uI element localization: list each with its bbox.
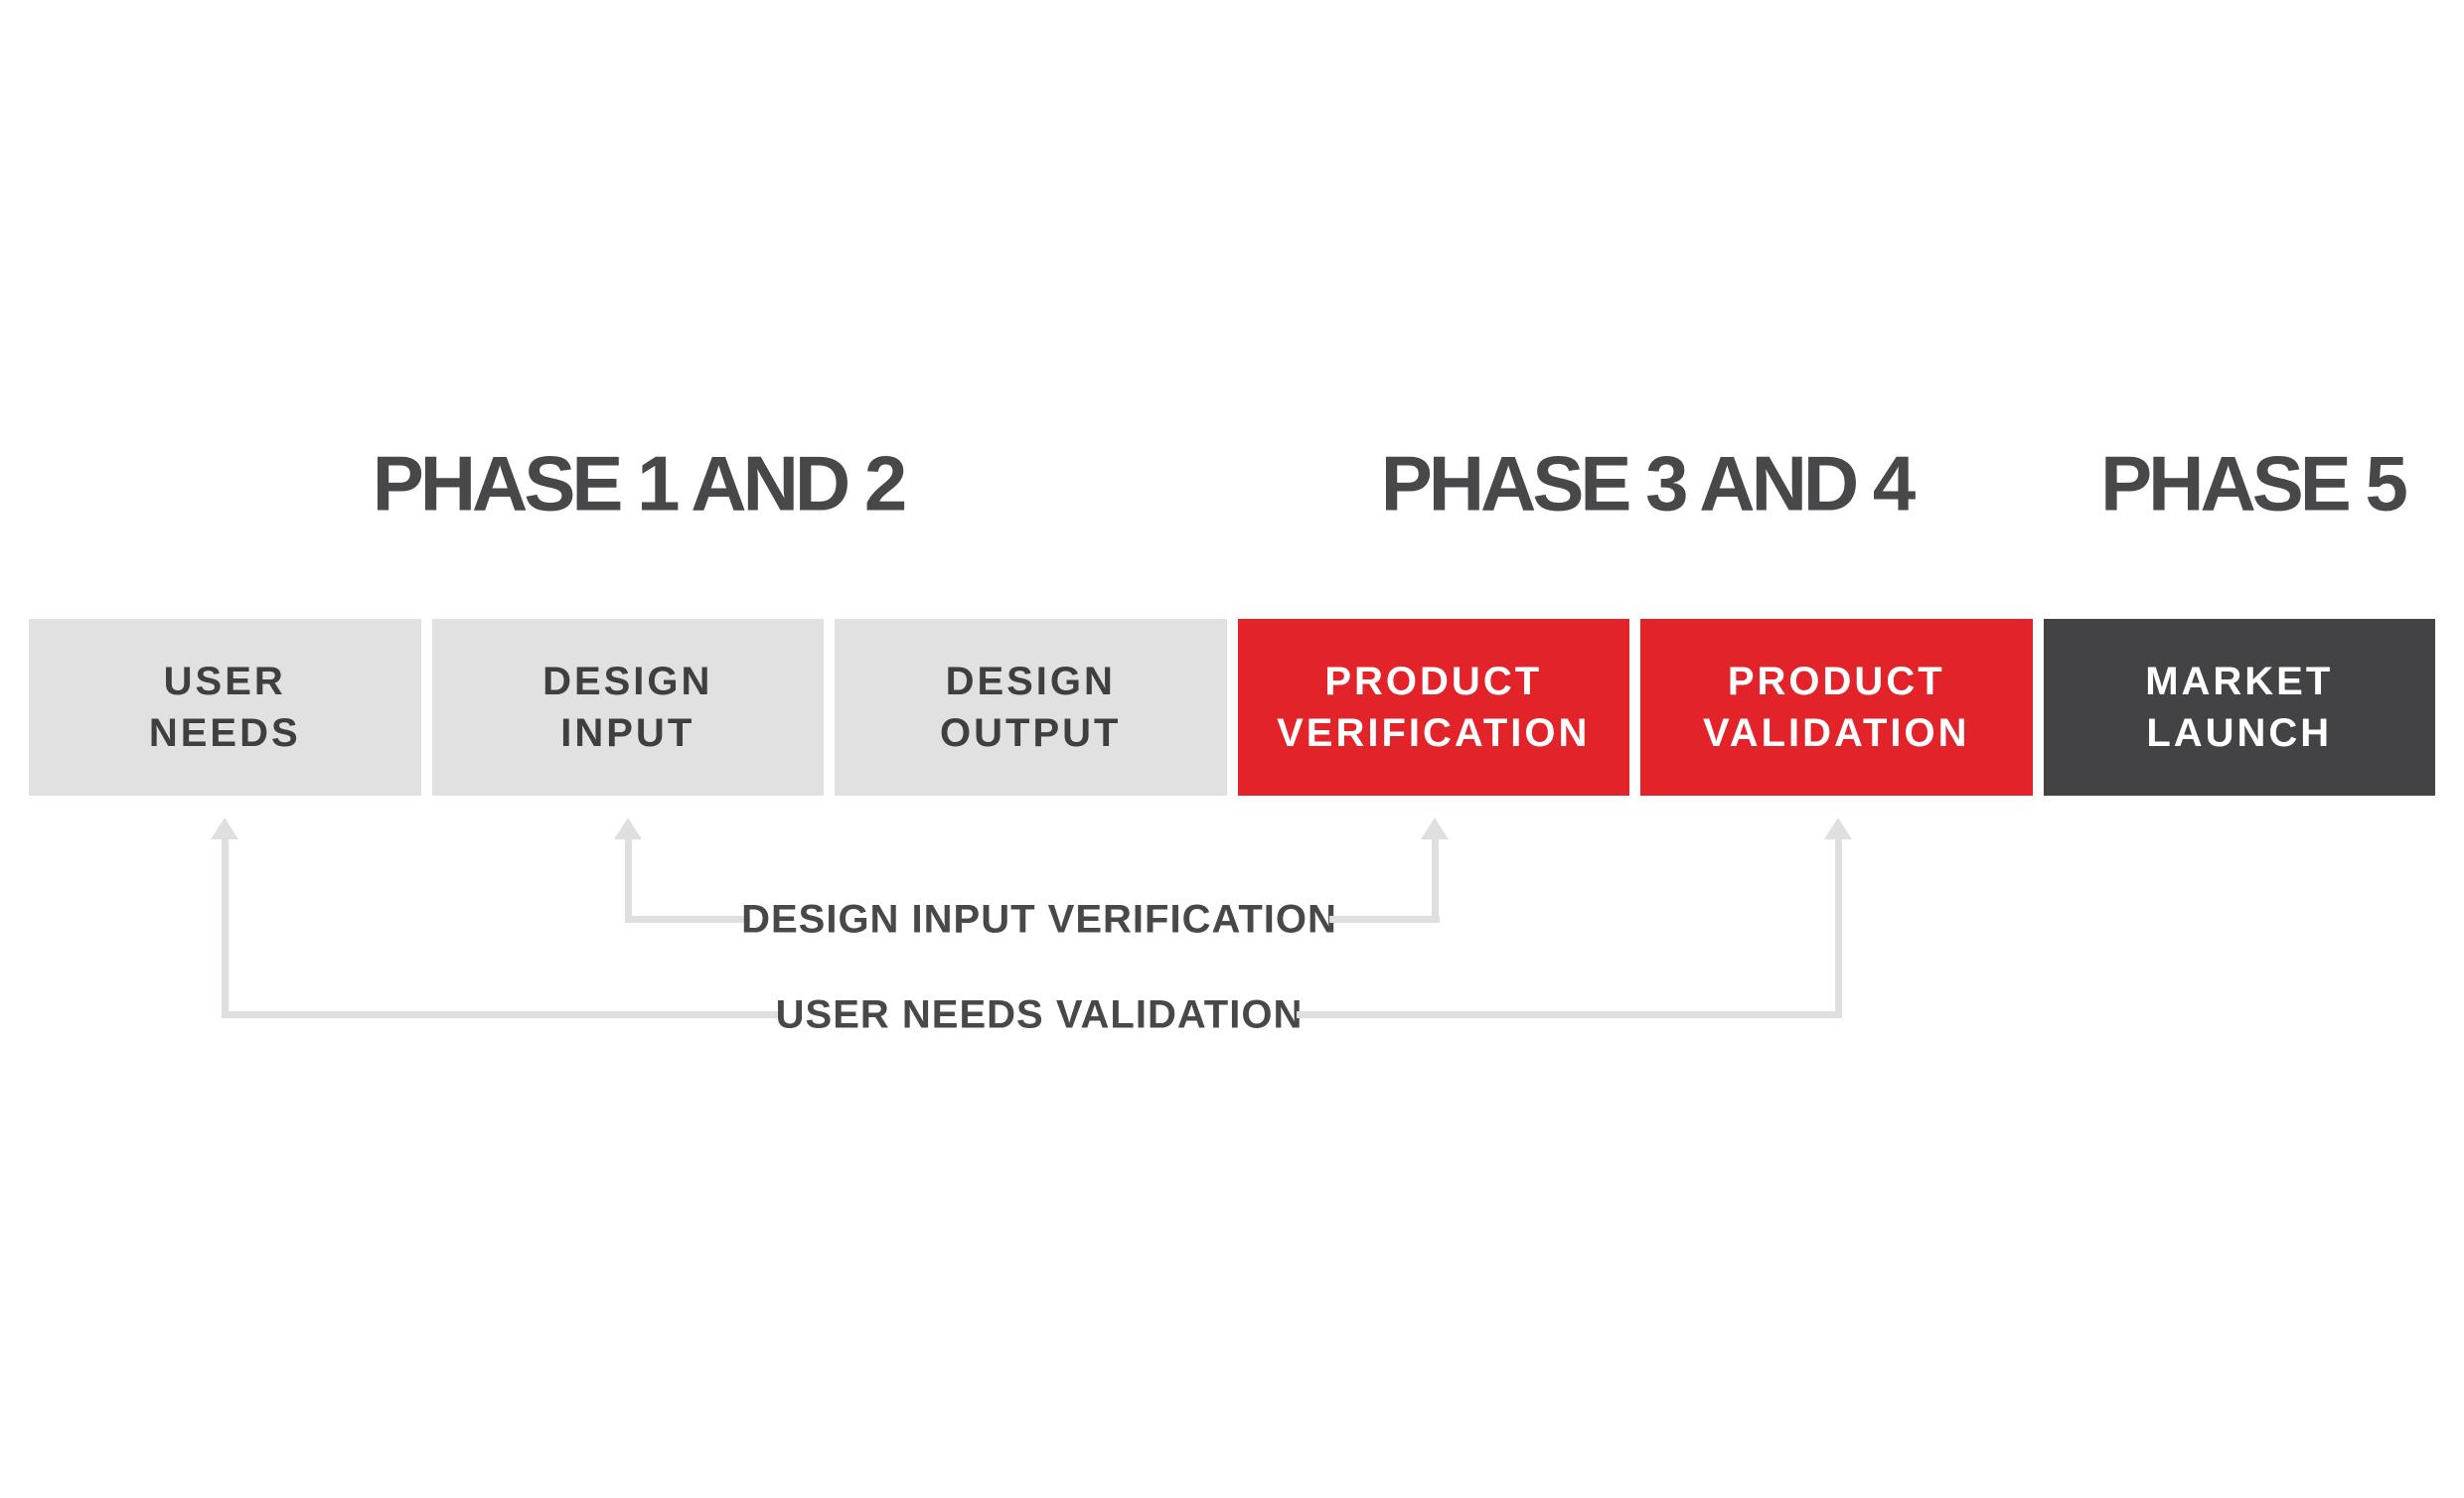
phase-1-2-heading: PHASE 1 AND 2 xyxy=(372,439,908,527)
phase-3-4-heading: PHASE 3 AND 4 xyxy=(1380,439,1917,527)
stage-box-product-validation: PRODUCT VALIDATION xyxy=(1640,619,2033,796)
stage-label: NEEDS xyxy=(148,711,301,755)
stage-label: PRODUCT xyxy=(1324,660,1543,703)
stage-box-design-input: DESIGN INPUT xyxy=(431,619,824,796)
arrow-up-icon xyxy=(1824,818,1852,839)
stage-box-product-verification: PRODUCT VERIFICATION xyxy=(1237,619,1629,796)
stage-label: LAUNCH xyxy=(2146,711,2333,755)
connector-line xyxy=(625,837,632,923)
connector-line xyxy=(625,916,750,923)
stage-label: MARKET xyxy=(2145,660,2334,703)
stage-label: DESIGN xyxy=(945,660,1116,703)
connector-line xyxy=(1297,1011,1842,1018)
stage-label: DESIGN xyxy=(542,660,713,703)
connector-label-design-input-verification: DESIGN INPUT VERIFICATION xyxy=(741,897,1337,942)
arrow-up-icon xyxy=(614,818,642,839)
stage-label: USER xyxy=(163,660,286,703)
connector-line xyxy=(222,837,229,1018)
connector-label-user-needs-validation: USER NEEDS VALIDATION xyxy=(775,992,1304,1037)
stage-row: USER NEEDS DESIGN INPUT DESIGN OUTPUT PR… xyxy=(29,619,2435,796)
stage-box-user-needs: USER NEEDS xyxy=(29,619,421,796)
arrow-up-icon xyxy=(1421,818,1449,839)
connector-line xyxy=(222,1011,781,1018)
connector-line xyxy=(1835,837,1842,1018)
stage-label: INPUT xyxy=(560,711,695,755)
stage-box-market-launch: MARKET LAUNCH xyxy=(2043,619,2435,796)
stage-label: OUTPUT xyxy=(940,711,1122,755)
stage-box-design-output: DESIGN OUTPUT xyxy=(835,619,1227,796)
stage-label: VERIFICATION xyxy=(1277,711,1591,755)
stage-label: PRODUCT xyxy=(1727,660,1945,703)
phase-5-heading: PHASE 5 xyxy=(2100,439,2408,527)
connector-line xyxy=(1329,916,1440,923)
connector-line xyxy=(1432,837,1439,923)
stage-label: VALIDATION xyxy=(1703,711,1970,755)
arrow-up-icon xyxy=(211,818,238,839)
